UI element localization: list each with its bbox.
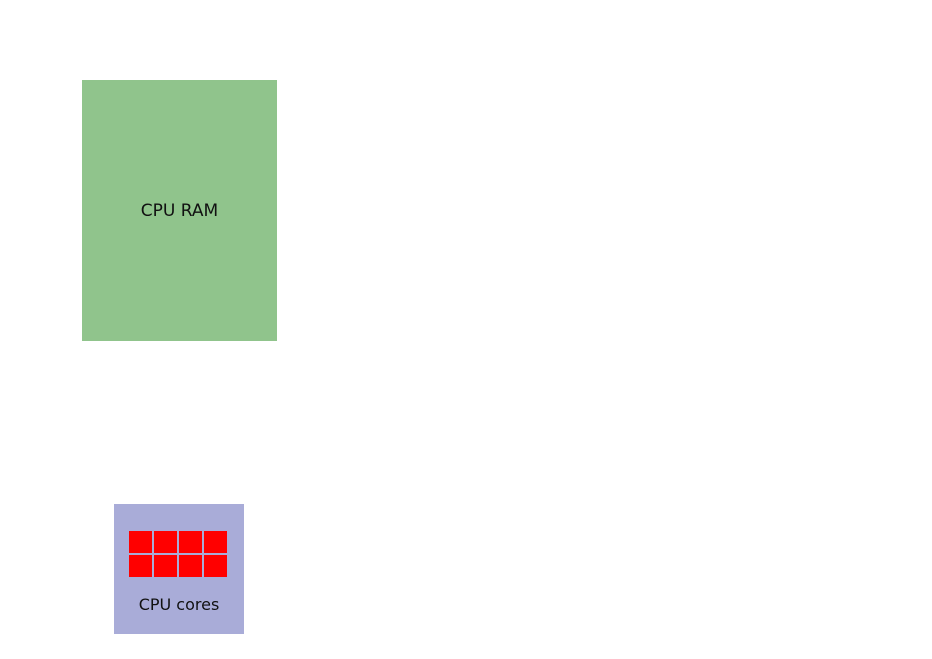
- cpu-core: [129, 555, 152, 577]
- cpu-block: CPU cores: [114, 504, 244, 634]
- cpu-ram-label: CPU RAM: [140, 201, 219, 221]
- cpu-core-grid: [129, 531, 227, 577]
- cpu-core: [154, 531, 177, 553]
- cpu-core: [179, 555, 202, 577]
- cpu-core: [204, 531, 227, 553]
- cpu-ram-block: CPU RAM: [82, 80, 277, 341]
- cpu-core: [179, 531, 202, 553]
- cpu-core: [129, 531, 152, 553]
- cpu-core: [204, 555, 227, 577]
- cpu-core: [154, 555, 177, 577]
- cpu-cores-label: CPU cores: [138, 595, 220, 614]
